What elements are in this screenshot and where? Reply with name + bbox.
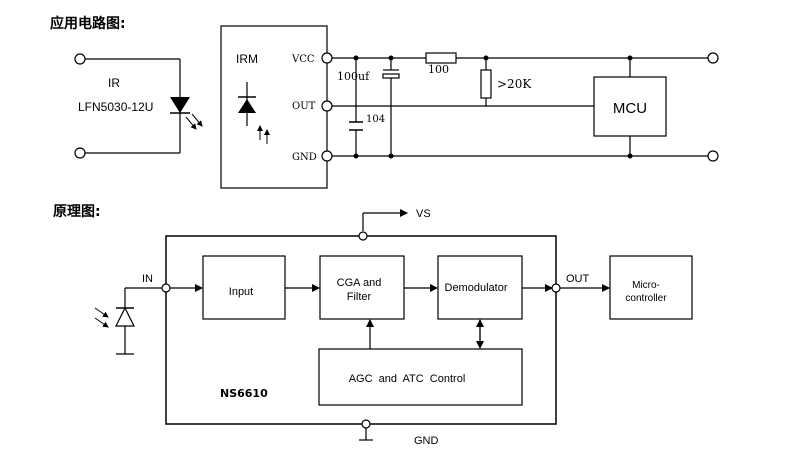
pullup-resistor-value: >20K [497, 77, 532, 91]
gnd-symbol [359, 428, 373, 441]
in-label: IN [142, 273, 153, 285]
ceramic-capacitor-value: 104 [366, 114, 385, 125]
chip-name-label: NS6610 [220, 387, 268, 400]
photodiode-input-icon [94, 306, 135, 328]
vs-pin [358, 231, 368, 241]
series-resistor-value: 100 [428, 63, 449, 76]
irm-label: IRM [236, 52, 258, 66]
output-terminals [707, 52, 719, 162]
input-block-label: Input [229, 286, 253, 298]
cga-filter-block [319, 255, 405, 320]
agc-atc-label: AGC and ATC Control [349, 373, 466, 385]
signal-arrows [170, 284, 610, 349]
series-resistor-icon [425, 52, 457, 64]
ir-label: IR [108, 76, 120, 90]
pin-out-label: OUT [292, 101, 316, 112]
photodiode-icon [238, 82, 270, 144]
pin-vcc-label: VCC [291, 54, 315, 65]
demodulator-block [437, 255, 523, 320]
out-label: OUT [566, 273, 590, 285]
ceramic-capacitor-icon [349, 121, 363, 131]
input-wire [116, 287, 162, 355]
pin-gnd-label: GND [292, 152, 317, 163]
microcontroller-label-line2: controller [625, 293, 667, 304]
out-pin [551, 283, 561, 293]
in-pin [161, 283, 171, 293]
mcu-box [593, 76, 667, 137]
microcontroller-label-line1: Micro- [632, 280, 660, 291]
gnd-pin [361, 419, 371, 429]
circuit-wires [321, 52, 708, 162]
ir-part-number: LFN5030-12U [78, 100, 153, 114]
gnd-label: GND [414, 435, 439, 447]
pullup-resistor-icon [480, 69, 492, 99]
agc-atc-block [318, 348, 523, 406]
input-block [202, 255, 286, 320]
cga-filter-label-line2: Filter [347, 291, 372, 303]
electrolytic-capacitor-value: 100uf [337, 70, 370, 83]
electrolytic-capacitor-icon [382, 69, 400, 79]
vs-line [362, 209, 408, 231]
vs-label: VS [416, 208, 431, 220]
junction-dots [353, 55, 633, 159]
mcu-label: MCU [613, 100, 647, 117]
application-circuit-title: 应用电路图: [50, 15, 126, 32]
schematic-title: 原理图: [53, 204, 101, 220]
cga-filter-label-line1: CGA and [337, 277, 382, 289]
microcontroller-block [609, 255, 693, 320]
led-diode-icon [170, 97, 203, 130]
demodulator-label: Demodulator [445, 282, 508, 294]
